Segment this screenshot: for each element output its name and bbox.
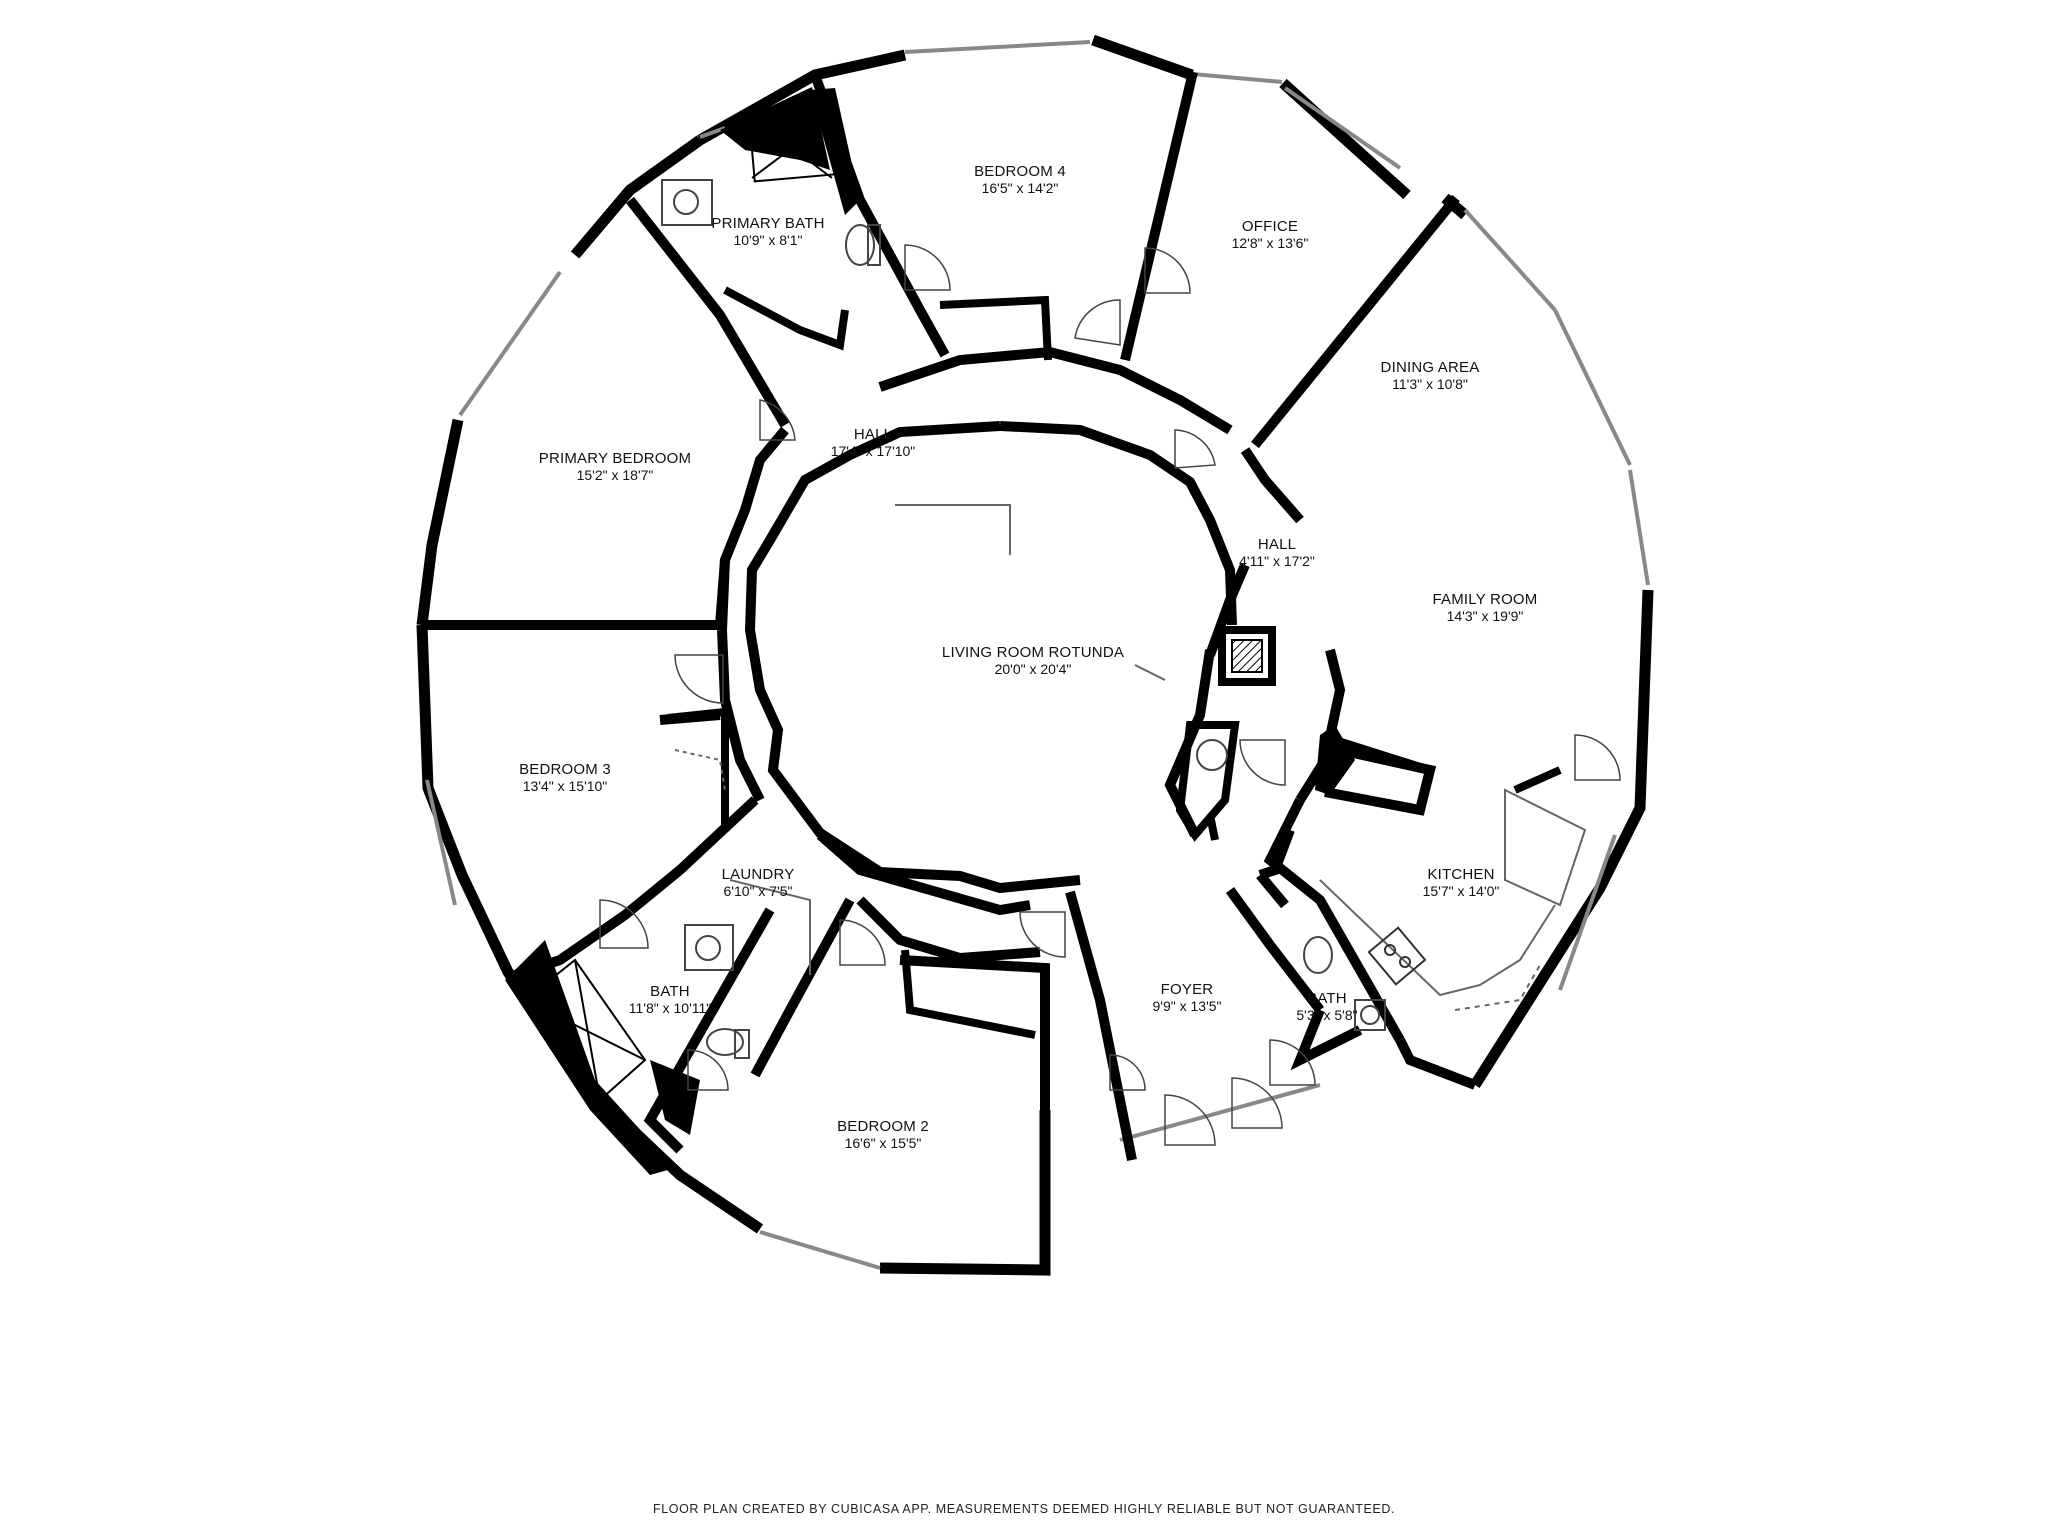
room-name: HALL <box>853 425 893 443</box>
room-dimensions: 17'4" x 17'10" <box>830 442 916 459</box>
room-label-bedroom-4: BEDROOM 4 16'5" x 14'2" <box>974 162 1066 196</box>
room-label-living-room-rotunda: LIVING ROOM ROTUNDA 20'0" x 20'4" <box>941 643 1125 677</box>
room-label-bath-east: BATH 5'3" x 5'8" <box>1296 989 1358 1023</box>
room-label-primary-bath: PRIMARY BATH 10'9" x 8'1" <box>711 214 825 248</box>
room-label-office: OFFICE 12'8" x 13'6" <box>1231 217 1309 251</box>
room-name: BEDROOM 3 <box>519 760 611 778</box>
sink-icon <box>661 179 713 226</box>
room-dimensions: 11'8" x 10'11" <box>628 999 712 1016</box>
room-label-hall: HALL 17'4" x 17'10" <box>830 425 916 459</box>
spiral-stair-icon <box>1175 721 1240 842</box>
room-dimensions: 5'3" x 5'8" <box>1296 1006 1358 1023</box>
shower-icon <box>523 958 647 1102</box>
room-dimensions: 15'2" x 18'7" <box>576 466 654 483</box>
room-name: KITCHEN <box>1427 865 1495 883</box>
room-label-bedroom-2: BEDROOM 2 16'6" x 15'5" <box>837 1117 929 1151</box>
room-dimensions: 16'5" x 14'2" <box>981 179 1059 196</box>
room-label-primary-bedroom: PRIMARY BEDROOM 15'2" x 18'7" <box>538 449 692 483</box>
room-name: LIVING ROOM ROTUNDA <box>941 643 1125 661</box>
room-dimensions: 14'3" x 19'9" <box>1446 607 1524 624</box>
sink-icon <box>1354 999 1386 1031</box>
room-dimensions: 13'4" x 15'10" <box>522 777 608 794</box>
room-name: BEDROOM 2 <box>837 1117 929 1135</box>
room-name: BATH <box>650 982 690 1000</box>
room-dimensions: 10'9" x 8'1" <box>733 231 803 248</box>
room-name: LAUNDRY <box>721 865 795 883</box>
room-dimensions: 11'3" x 10'8" <box>1392 375 1468 392</box>
room-dimensions: 16'6" x 15'5" <box>844 1134 922 1151</box>
room-name: FAMILY ROOM <box>1432 590 1538 608</box>
windows <box>425 40 1650 1270</box>
room-label-hall-east: HALL 4'11" x 17'2" <box>1239 535 1315 569</box>
footer-disclaimer: FLOOR PLAN CREATED BY CUBICASA APP. MEAS… <box>652 1502 1396 1516</box>
shower-icon <box>748 113 836 183</box>
room-name: PRIMARY BEDROOM <box>538 449 692 467</box>
sink-icon <box>684 924 734 971</box>
fireplace-icon <box>1218 626 1276 686</box>
room-dimensions: 6'10" x 7'5" <box>723 882 793 899</box>
room-name: OFFICE <box>1241 217 1299 235</box>
room-name: HALL <box>1257 535 1297 553</box>
toilet-icon <box>1303 936 1333 974</box>
room-dimensions: 9'9" x 13'5" <box>1152 997 1222 1014</box>
room-label-family-room: FAMILY ROOM 14'3" x 19'9" <box>1432 590 1538 624</box>
room-name: FOYER <box>1160 980 1214 998</box>
stove-icon <box>1367 926 1427 986</box>
corner-blocks <box>505 87 1355 1175</box>
room-label-dining-area: DINING AREA 11'3" x 10'8" <box>1380 358 1480 392</box>
interior-fixtures <box>674 504 1587 1011</box>
room-name: BEDROOM 4 <box>974 162 1066 180</box>
room-name: BATH <box>1307 989 1347 1007</box>
room-dimensions: 20'0" x 20'4" <box>994 660 1072 677</box>
room-label-laundry: LAUNDRY 6'10" x 7'5" <box>721 865 795 899</box>
room-name: DINING AREA <box>1380 358 1480 376</box>
room-label-bedroom-3: BEDROOM 3 13'4" x 15'10" <box>519 760 611 794</box>
toilet-icon <box>845 224 881 266</box>
toilet-icon <box>706 1028 750 1059</box>
room-name: PRIMARY BATH <box>711 214 825 232</box>
room-dimensions: 4'11" x 17'2" <box>1239 552 1315 569</box>
closet-walls <box>667 286 1562 1039</box>
room-dimensions: 15'7" x 14'0" <box>1422 882 1500 899</box>
room-dimensions: 12'8" x 13'6" <box>1231 234 1309 251</box>
room-label-foyer: FOYER 9'9" x 13'5" <box>1152 980 1222 1014</box>
door-swing-icon <box>599 244 1621 1146</box>
room-label-bath: BATH 11'8" x 10'11" <box>628 982 712 1016</box>
room-label-kitchen: KITCHEN 15'7" x 14'0" <box>1422 865 1500 899</box>
